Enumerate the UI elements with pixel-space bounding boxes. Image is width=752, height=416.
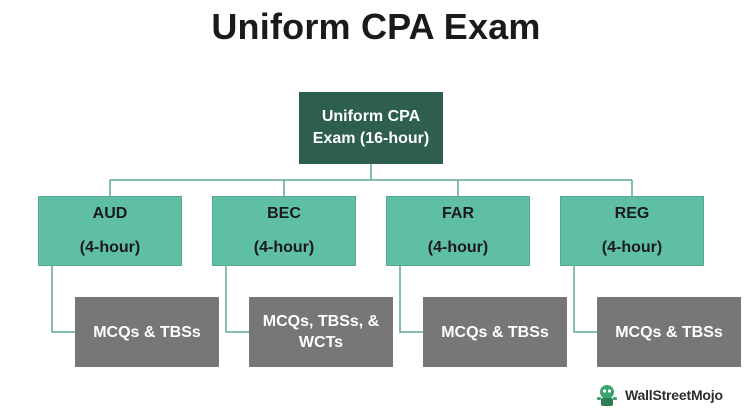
logo-text: WallStreetMojo — [625, 387, 723, 403]
section-name: AUD — [92, 205, 128, 222]
root-label-line2: Exam (16-hour) — [312, 130, 430, 147]
diagram-title: Uniform CPA Exam — [211, 6, 541, 47]
section-node-far: FAR (4-hour) — [386, 196, 530, 266]
section-name: REG — [614, 205, 650, 222]
format-label: MCQs & TBSs — [615, 323, 723, 341]
format-label: MCQs & TBSs — [441, 323, 549, 341]
format-node-reg: MCQs & TBSs — [597, 297, 741, 367]
format-label-line2: WCTs — [298, 334, 344, 351]
section-name: BEC — [267, 205, 301, 222]
elbow-aud — [51, 266, 75, 333]
section-duration: (4-hour) — [253, 239, 315, 256]
elbow-bec — [225, 266, 249, 333]
elbow-far — [399, 266, 423, 333]
root-label-line1: Uniform CPA — [321, 108, 421, 125]
section-node-bec: BEC (4-hour) — [212, 196, 356, 266]
section-node-aud: AUD (4-hour) — [38, 196, 182, 266]
wallstreetmojo-logo: WallStreetMojo — [594, 380, 748, 410]
format-label: MCQs & TBSs — [93, 323, 201, 341]
section-node-reg: REG (4-hour) — [560, 196, 704, 266]
format-node-bec: MCQs, TBSs, & WCTs — [249, 297, 393, 367]
root-node: Uniform CPA Exam (16-hour) — [299, 92, 443, 164]
format-node-aud: MCQs & TBSs — [75, 297, 219, 367]
elbow-reg — [573, 266, 597, 333]
format-node-far: MCQs & TBSs — [423, 297, 567, 367]
section-duration: (4-hour) — [79, 239, 141, 256]
section-duration: (4-hour) — [427, 239, 489, 256]
section-name: FAR — [442, 205, 474, 222]
format-label-line1: MCQs, TBSs, & — [262, 313, 380, 330]
section-duration: (4-hour) — [601, 239, 663, 256]
logo-mascot-icon — [597, 385, 617, 406]
